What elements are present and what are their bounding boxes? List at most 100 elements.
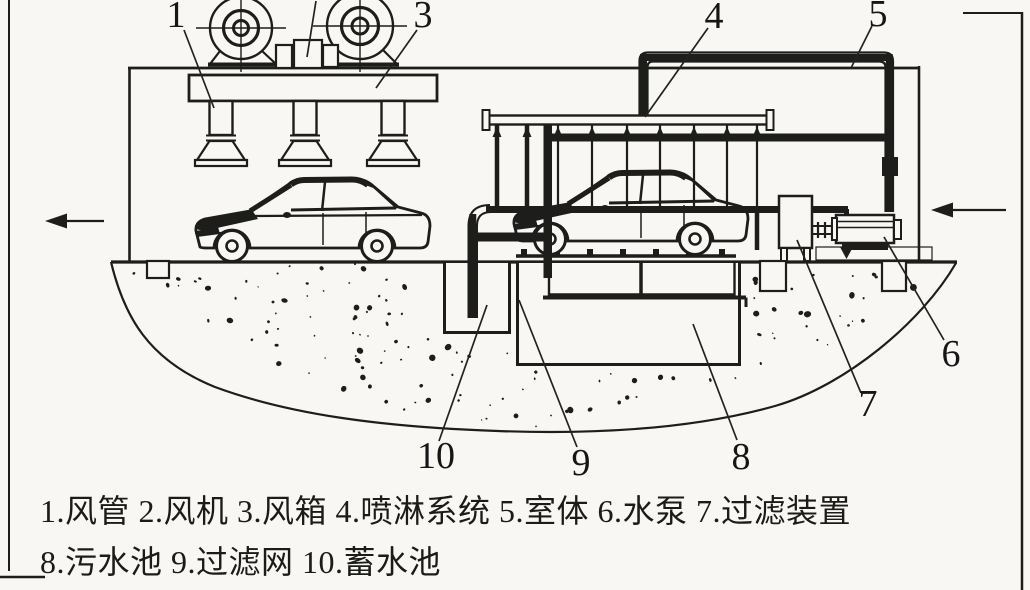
soil-speckle bbox=[874, 275, 878, 279]
soil-speckle bbox=[360, 266, 367, 272]
callout-label-6: 6 bbox=[942, 333, 961, 375]
soil-speckle bbox=[506, 352, 509, 355]
leader-2 bbox=[306, 0, 317, 58]
soil-speckle bbox=[426, 338, 430, 341]
soil-speckle bbox=[305, 282, 309, 285]
soil-texture bbox=[132, 262, 917, 428]
soil-speckle bbox=[226, 317, 234, 324]
foundation-notch bbox=[880, 259, 908, 293]
filter-unit bbox=[777, 194, 814, 262]
soil-boundary-curve bbox=[109, 261, 957, 434]
soil-speckle bbox=[598, 379, 601, 383]
soil-speckle bbox=[567, 406, 574, 414]
pump-foot bbox=[842, 243, 888, 250]
callout-label-4: 4 bbox=[705, 0, 724, 37]
leader-9 bbox=[518, 299, 578, 448]
air-duct bbox=[365, 99, 421, 168]
soil-speckle bbox=[455, 351, 458, 354]
soil-speckle bbox=[790, 287, 794, 291]
soil-speckle bbox=[847, 324, 850, 327]
soil-speckle bbox=[459, 393, 462, 397]
soil-speckle bbox=[385, 278, 388, 281]
soil-speckle bbox=[353, 304, 360, 311]
soil-speckle bbox=[414, 401, 417, 404]
soil-speckle bbox=[175, 277, 181, 281]
soil-speckle bbox=[839, 315, 841, 318]
soil-speckle bbox=[276, 361, 282, 367]
soil-speckle bbox=[587, 407, 593, 412]
sewage-pool bbox=[516, 263, 748, 366]
soil-speckle bbox=[533, 377, 536, 380]
soil-speckle bbox=[207, 318, 210, 323]
soil-speckle bbox=[340, 385, 347, 392]
soil-speckle bbox=[165, 282, 170, 288]
soil-speckle bbox=[625, 395, 630, 400]
soil-speckle bbox=[485, 417, 488, 420]
callout-label-5: 5 bbox=[869, 0, 888, 35]
callout-label-8: 8 bbox=[732, 436, 751, 478]
callout-label-7: 7 bbox=[859, 383, 878, 425]
soil-speckle bbox=[324, 357, 326, 359]
soil-speckle bbox=[657, 374, 664, 381]
soil-speckle bbox=[609, 373, 612, 375]
soil-speckle bbox=[773, 337, 776, 340]
soil-speckle bbox=[354, 357, 361, 364]
soil-speckle bbox=[419, 383, 424, 388]
soil-speckle bbox=[387, 312, 391, 316]
soil-speckle bbox=[354, 355, 357, 357]
air-duct bbox=[277, 99, 333, 168]
soil-speckle bbox=[359, 333, 361, 336]
soil-speckle bbox=[402, 283, 408, 291]
soil-speckle bbox=[617, 400, 621, 405]
soil-speckle bbox=[385, 299, 388, 302]
soil-speckle bbox=[771, 307, 777, 312]
air-box bbox=[187, 73, 439, 103]
soil-speckle bbox=[407, 346, 410, 349]
water-pump bbox=[812, 213, 933, 261]
spray-mid-manifold bbox=[548, 133, 886, 142]
foundation-notch bbox=[758, 259, 788, 293]
leader-4 bbox=[644, 27, 709, 118]
soil-speckle bbox=[306, 295, 309, 297]
soil-speckle bbox=[403, 408, 406, 411]
soil-speckle bbox=[734, 377, 737, 380]
soil-speckle bbox=[132, 272, 136, 275]
figure-caption-line-2: 8.污水池 9.过滤网 10.蓄水池 bbox=[40, 544, 442, 580]
soil-speckle bbox=[444, 343, 452, 351]
airflow-arrow-right-icon bbox=[931, 202, 1006, 218]
soil-speckle bbox=[752, 276, 759, 282]
duct-nozzle-lip bbox=[277, 158, 333, 168]
soil-speckle bbox=[489, 404, 492, 407]
soil-speckle bbox=[513, 413, 519, 419]
soil-speckle bbox=[271, 300, 275, 304]
duct-nozzle-lip bbox=[193, 158, 249, 168]
soil-speckle bbox=[862, 297, 865, 300]
soil-speckle bbox=[521, 388, 524, 391]
leader-8 bbox=[692, 323, 738, 441]
soil-speckle bbox=[851, 275, 854, 277]
soil-speckle bbox=[803, 311, 812, 318]
callout-label-9: 9 bbox=[572, 442, 591, 484]
soil-speckle bbox=[322, 290, 325, 292]
soil-speckle bbox=[276, 327, 280, 330]
soil-speckle bbox=[861, 318, 865, 323]
soil-speckle bbox=[360, 374, 366, 381]
soil-speckle bbox=[535, 425, 537, 428]
soil-speckle bbox=[384, 399, 389, 404]
fan-unit-left bbox=[196, 0, 286, 72]
soil-speckle bbox=[394, 339, 398, 344]
soil-speckle bbox=[351, 331, 355, 335]
soil-speckle bbox=[757, 333, 762, 337]
airflow-arrow-left-icon bbox=[45, 213, 104, 229]
soil-speckle bbox=[356, 347, 364, 354]
soil-speckle bbox=[365, 310, 368, 313]
soil-speckle bbox=[816, 338, 819, 342]
duct-nozzle-lip bbox=[365, 158, 421, 168]
callout-label-3: 3 bbox=[414, 0, 433, 36]
callout-numerals: 1 3 4 5 6 7 8 9 10 bbox=[167, 0, 961, 484]
soil-speckle bbox=[425, 397, 432, 403]
soil-speckle bbox=[753, 297, 756, 300]
soil-speckle bbox=[400, 358, 403, 361]
